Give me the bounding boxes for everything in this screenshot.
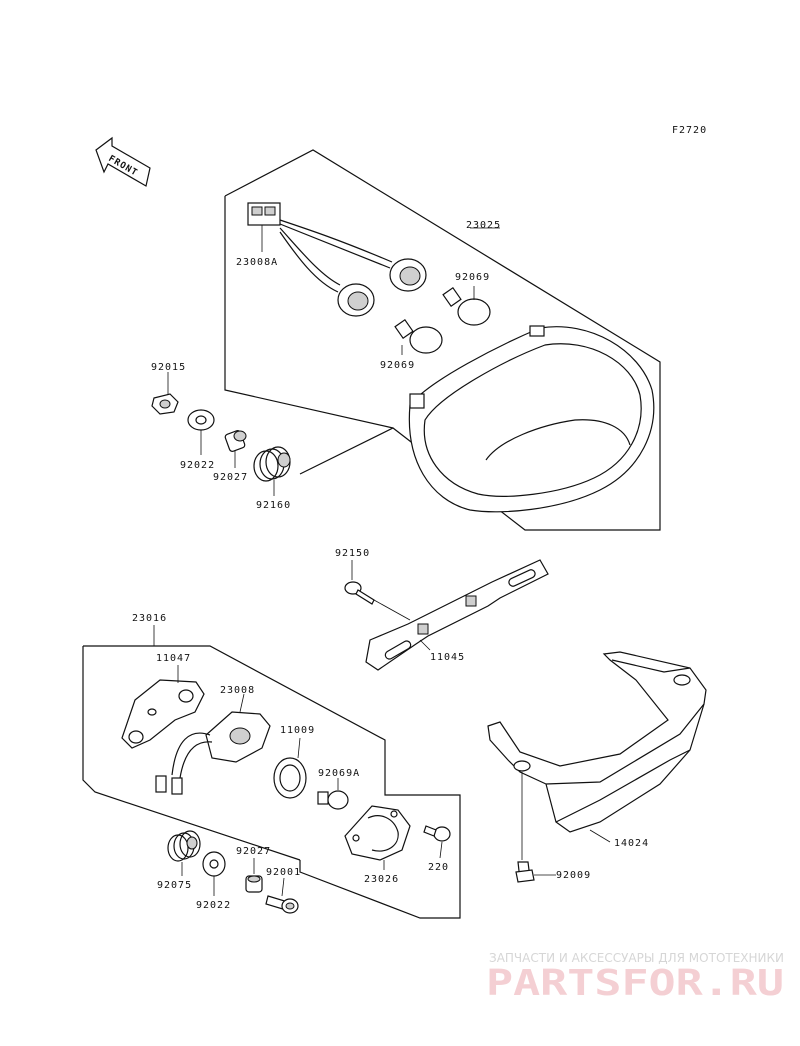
collar-92027-lower xyxy=(245,875,263,893)
tail-lamp-housing xyxy=(408,325,655,513)
screw-220 xyxy=(423,825,451,842)
bolt-92009 xyxy=(515,772,535,883)
part-label-92069A: 92069A xyxy=(318,768,360,779)
part-label-11047: 11047 xyxy=(156,653,191,664)
bolt-92150 xyxy=(344,581,411,621)
watermark-tagline: ЗАПЧАСТИ И АКСЕССУАРЫ ДЛЯ МОТОТЕХНИКИ xyxy=(489,951,784,965)
part-label-92027-lower: 92027 xyxy=(236,846,271,857)
part-label-23008A: 23008A xyxy=(236,257,278,268)
part-label-92075: 92075 xyxy=(157,880,192,891)
part-label-11045: 11045 xyxy=(430,652,465,663)
license-light-assembly-outline xyxy=(82,645,461,919)
tail-light-assembly-outline xyxy=(224,149,661,531)
part-label-92027-upper: 92027 xyxy=(213,472,248,483)
watermark-logo: PARTSFOR.RU xyxy=(486,963,784,1004)
part-label-92150: 92150 xyxy=(335,548,370,559)
wiring-harness-23008A xyxy=(247,202,427,317)
part-label-92022-lower: 92022 xyxy=(196,900,231,911)
part-label-92015: 92015 xyxy=(151,362,186,373)
part-label-11009: 11009 xyxy=(280,725,315,736)
bulb-92069-lower xyxy=(394,318,443,354)
front-arrow-icon: FRONT xyxy=(95,136,151,187)
part-label-23026: 23026 xyxy=(364,874,399,885)
socket-23008 xyxy=(155,711,271,795)
part-label-23016: 23016 xyxy=(132,613,167,624)
nut-92015 xyxy=(151,393,179,415)
washer-92022-upper xyxy=(187,409,215,431)
washer-92022-lower xyxy=(202,851,226,877)
part-label-92009: 92009 xyxy=(556,870,591,881)
figure-code: F2720 xyxy=(672,125,707,136)
bolt-92001 xyxy=(265,895,299,914)
part-label-92001: 92001 xyxy=(266,867,301,878)
part-label-92022-upper: 92022 xyxy=(180,460,215,471)
lens-23026 xyxy=(344,805,411,861)
grommet-92075 xyxy=(167,830,201,862)
grommet-92160 xyxy=(253,446,291,482)
gasket-11009 xyxy=(273,757,307,799)
collar-92027-upper xyxy=(224,430,247,452)
bulb-92069A xyxy=(317,790,349,810)
part-label-92069-lower: 92069 xyxy=(380,360,415,371)
part-label-14024: 14024 xyxy=(614,838,649,849)
bulb-92069-upper xyxy=(442,286,491,326)
part-label-23025: 23025 xyxy=(466,220,501,231)
rear-fender-14024 xyxy=(487,651,707,833)
part-label-23008: 23008 xyxy=(220,685,255,696)
part-label-92069-upper: 92069 xyxy=(455,272,490,283)
license-bracket-11045 xyxy=(365,559,549,671)
bracket-11047 xyxy=(121,679,205,749)
part-label-92160: 92160 xyxy=(256,500,291,511)
part-label-220: 220 xyxy=(428,862,449,873)
